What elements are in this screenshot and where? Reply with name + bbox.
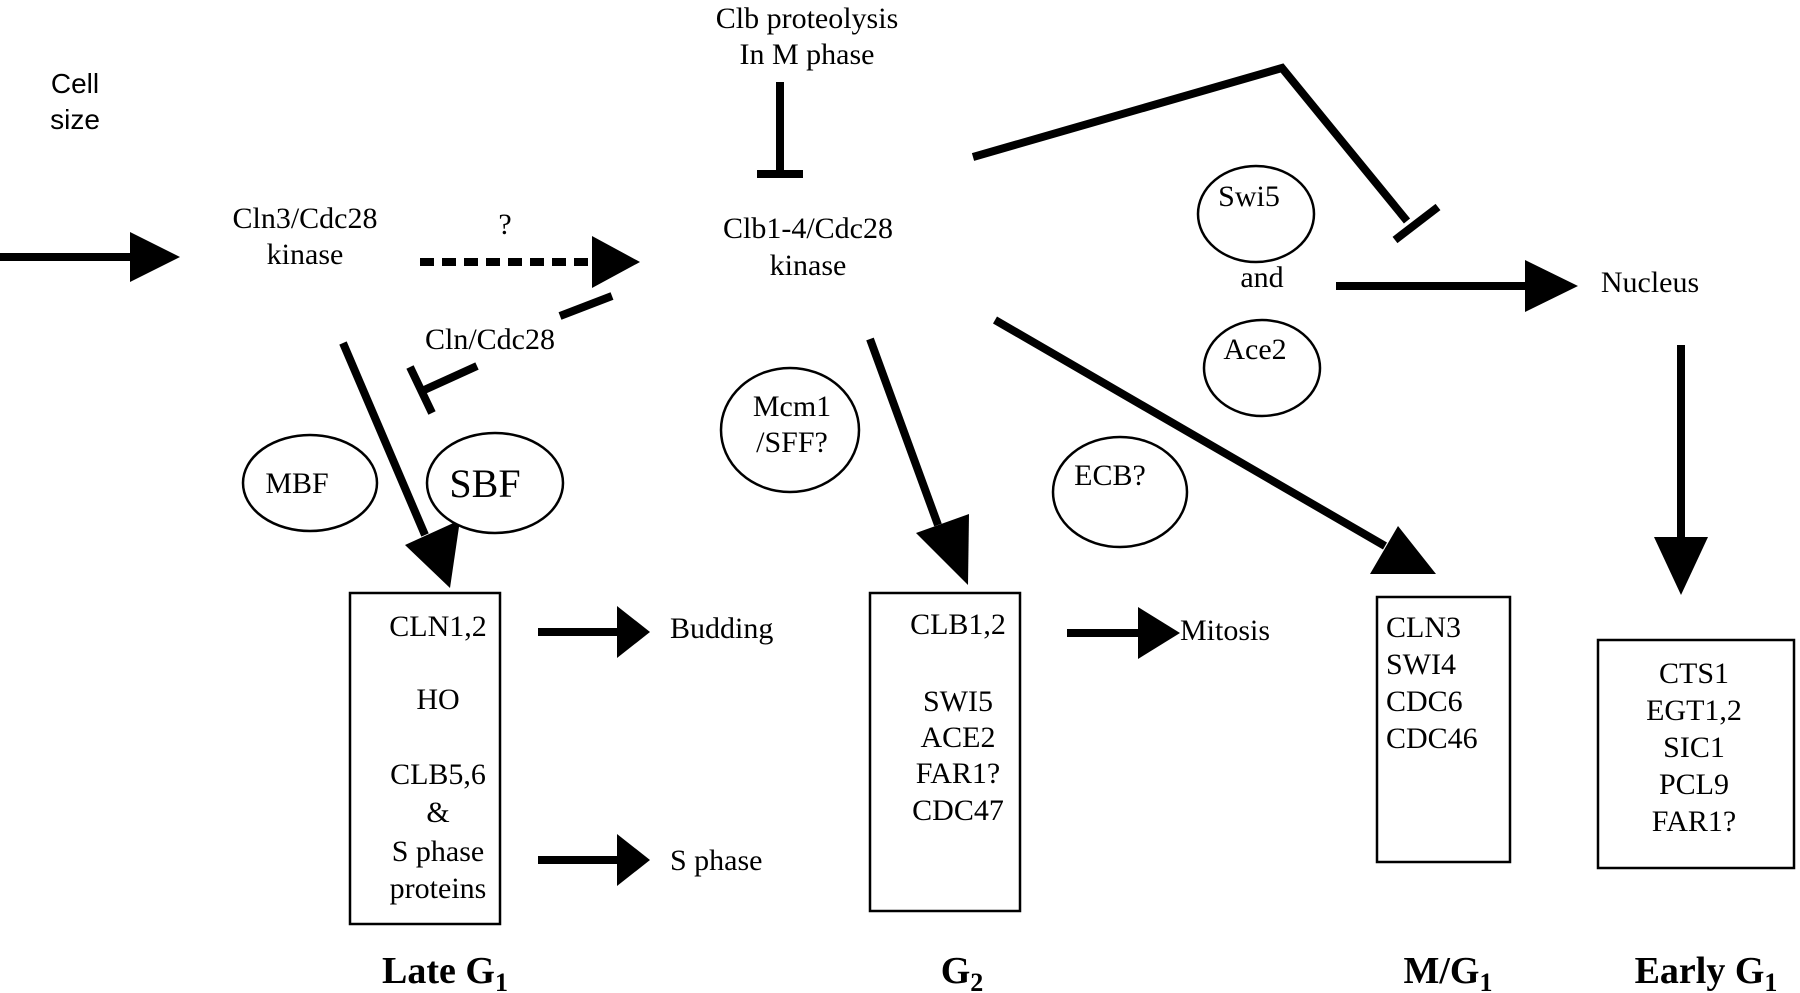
- late-g1-gene: CLB5,6: [390, 758, 486, 791]
- phase-late-g1-sub: 1: [495, 968, 508, 993]
- mcm1-sff-factor: Mcm1 /SFF?: [719, 366, 861, 494]
- ecb-label: ECB?: [1074, 459, 1146, 492]
- m-g1-gene: SWI4: [1386, 648, 1456, 681]
- nucleus-label: Nucleus: [1601, 266, 1699, 299]
- late-g1-gene-box: CLN1,2 HO CLB5,6 & S phase proteins: [348, 591, 502, 926]
- cln-cdc28-inhibition-stub: [558, 292, 614, 320]
- dotted-activation-arrow-head: [592, 236, 640, 288]
- cln3-kinase-label-line2: kinase: [267, 238, 344, 271]
- clb-proteolysis-label-line2: In M phase: [740, 38, 875, 71]
- g2-gene: SWI5: [923, 685, 993, 718]
- cln-cdc28-label: Cln/Cdc28: [425, 323, 555, 356]
- phase-label-m-g1: M/G1: [1404, 950, 1493, 993]
- late-g1-gene: &: [426, 796, 449, 829]
- unknown-link-label: ?: [498, 208, 511, 241]
- to-budding-arrow-head: [617, 606, 650, 658]
- budding-label: Budding: [670, 612, 773, 645]
- m-g1-box-frame: [1375, 595, 1512, 864]
- ace2-label: Ace2: [1223, 333, 1286, 366]
- ace2-factor: Ace2: [1202, 318, 1322, 418]
- ace2-ellipse: [1202, 318, 1322, 418]
- swi5-factor: Swi5: [1196, 164, 1316, 264]
- late-g1-gene: S phase: [392, 835, 485, 868]
- late-g1-box-frame: [348, 591, 502, 926]
- to-nucleus-arrow-head: [1525, 260, 1578, 312]
- and-label: and: [1240, 261, 1283, 294]
- to-mitosis-arrow-head: [1138, 607, 1180, 659]
- phase-m-g1-main: M/G: [1404, 950, 1480, 992]
- early-g1-gene: FAR1?: [1652, 805, 1736, 838]
- cln-cdc28-inhibition-bar: [406, 365, 436, 415]
- late-g1-gene: HO: [416, 683, 459, 716]
- early-g1-gene: SIC1: [1663, 731, 1725, 764]
- cln3-to-lateg1-arrow-shaft: [339, 341, 429, 537]
- mbf-factor: MBF: [241, 433, 379, 533]
- clb-proteolysis-label-line1: Clb proteolysis: [716, 2, 899, 35]
- mcm1-label-line1: Mcm1: [753, 390, 831, 423]
- late-g1-gene: CLN1,2: [389, 610, 487, 643]
- nuclear-entry-inhibition-bar: [1392, 203, 1441, 244]
- early-g1-box-frame: [1596, 638, 1796, 870]
- cell-size-arrow-head: [130, 232, 180, 282]
- clb14-kinase-label-line2: kinase: [770, 249, 847, 282]
- cln-cdc28-inhibition-line: [420, 362, 479, 395]
- phase-late-g1-main: Late G: [382, 950, 495, 992]
- sbf-label: SBF: [449, 461, 520, 506]
- swi5-label: Swi5: [1218, 180, 1280, 213]
- ecb-ellipse: [1051, 435, 1189, 549]
- clb-inhibits-nuclear-entry-line: [971, 63, 1411, 224]
- mitosis-label: Mitosis: [1180, 614, 1270, 647]
- late-g1-gene: proteins: [390, 872, 487, 905]
- clb-to-g2-arrow-head: [916, 514, 969, 585]
- phase-m-g1-sub: 1: [1479, 968, 1492, 993]
- clb-to-mg1-arrow-head: [1370, 526, 1436, 574]
- clb-to-g2-arrow-shaft: [866, 337, 942, 527]
- clb14-kinase-label-line1: Clb1-4/Cdc28: [723, 212, 893, 245]
- cln3-kinase-label-line1: Cln3/Cdc28: [232, 202, 377, 235]
- ecb-element: ECB?: [1051, 435, 1189, 549]
- mcm1-label-line2: /SFF?: [756, 426, 828, 459]
- nucleus-to-earlyg1-arrow-head: [1654, 537, 1708, 595]
- mcm1-sff-ellipse: [719, 366, 861, 494]
- phase-label-g2: G2: [941, 950, 984, 993]
- g2-gene: FAR1?: [916, 757, 1000, 790]
- phase-g2-sub: 2: [970, 968, 983, 993]
- clb-to-mg1-arrow-shaft: [992, 316, 1388, 550]
- g2-gene: ACE2: [921, 721, 996, 754]
- phase-early-g1-main: Early G: [1635, 950, 1765, 992]
- to-s-phase-arrow-head: [617, 834, 650, 886]
- phase-early-g1-sub: 1: [1764, 968, 1777, 993]
- cln3-to-lateg1-arrow-head: [405, 520, 460, 588]
- m-g1-gene: CDC46: [1386, 722, 1478, 755]
- swi5-ellipse: [1196, 164, 1316, 264]
- phase-label-early-g1: Early G1: [1635, 950, 1778, 993]
- m-g1-gene: CLN3: [1386, 611, 1461, 644]
- phase-label-late-g1: Late G1: [382, 950, 508, 993]
- g2-gene: CDC47: [912, 794, 1004, 827]
- early-g1-gene: EGT1,2: [1646, 694, 1742, 727]
- cell-size-label-line2: size: [50, 104, 100, 135]
- early-g1-gene: PCL9: [1659, 768, 1729, 801]
- g2-gene: CLB1,2: [910, 608, 1006, 641]
- g2-box-frame: [868, 591, 1022, 913]
- cell-size-label-line1: Cell: [51, 68, 99, 99]
- phase-g2-main: G: [941, 950, 971, 992]
- early-g1-gene: CTS1: [1659, 657, 1729, 690]
- early-g1-gene-box: CTS1 EGT1,2 SIC1 PCL9 FAR1?: [1596, 638, 1796, 870]
- mbf-ellipse: [241, 433, 379, 533]
- g2-gene-box: CLB1,2 SWI5 ACE2 FAR1? CDC47: [868, 591, 1022, 913]
- mbf-label: MBF: [265, 467, 328, 500]
- m-g1-gene: CDC6: [1386, 685, 1463, 718]
- sbf-factor: SBF: [425, 431, 565, 535]
- s-phase-label: S phase: [670, 844, 763, 877]
- sbf-ellipse: [425, 431, 565, 535]
- m-g1-gene-box: CLN3 SWI4 CDC6 CDC46: [1375, 595, 1512, 864]
